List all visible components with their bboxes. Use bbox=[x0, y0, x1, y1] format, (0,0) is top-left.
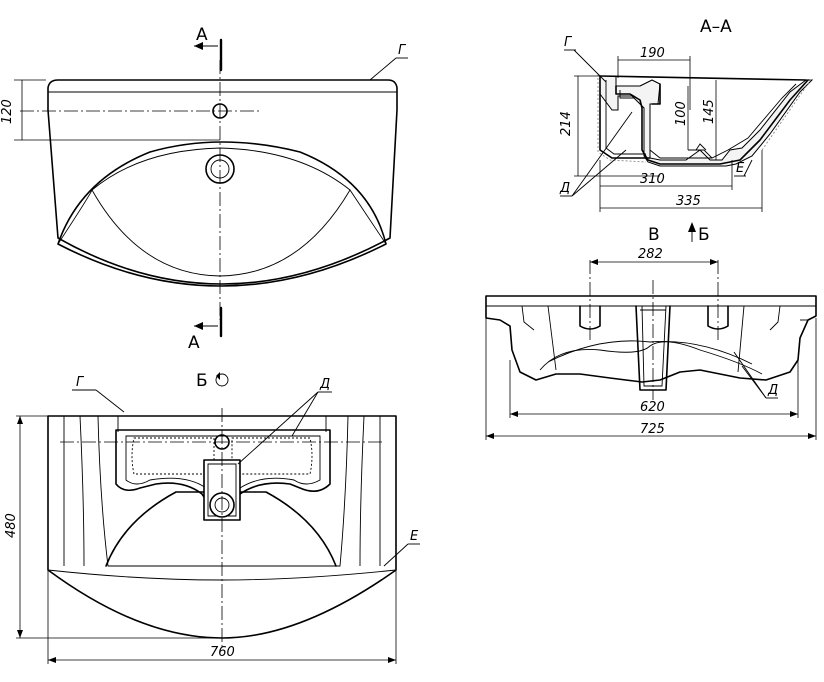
dim-120-label: 120 bbox=[0, 99, 15, 124]
mark-d-bottom: Д bbox=[319, 377, 330, 392]
dimension-760: 760 bbox=[47, 570, 397, 664]
section-a-label-bottom: А bbox=[188, 333, 200, 353]
dim-145-label: 145 bbox=[702, 99, 717, 124]
dimension-335: 335 bbox=[599, 150, 763, 212]
dim-335-label: 335 bbox=[676, 194, 701, 209]
mark-d-front: Д bbox=[767, 383, 778, 398]
dim-760-label: 760 bbox=[210, 645, 235, 660]
leader-g-top: Г bbox=[369, 43, 408, 81]
section-marker-bottom: А bbox=[188, 306, 223, 353]
leader-g-bottom: Г bbox=[72, 375, 125, 413]
dimension-480: 480 bbox=[4, 415, 222, 639]
dim-100-label: 100 bbox=[674, 101, 689, 126]
leader-g-section: Г bbox=[564, 35, 607, 83]
leader-e-bottom: Е bbox=[383, 529, 420, 567]
view-b-label-arrow: Б bbox=[698, 225, 710, 245]
dim-725-label: 725 bbox=[640, 422, 665, 437]
mark-e-section: Е bbox=[736, 161, 745, 176]
dimension-214: 214 bbox=[559, 75, 660, 177]
mark-g-top: Г bbox=[398, 43, 407, 58]
mark-g-section: Г bbox=[564, 35, 573, 50]
dim-620-label: 620 bbox=[640, 400, 665, 415]
dimension-190: 190 bbox=[617, 46, 691, 110]
dimension-620: 620 bbox=[509, 360, 799, 418]
bottom-view bbox=[47, 408, 397, 650]
dim-480-label: 480 bbox=[4, 513, 19, 538]
dimension-310: 310 bbox=[600, 160, 733, 190]
dim-310-label: 310 bbox=[640, 172, 665, 187]
section-a-label-top: А bbox=[196, 25, 208, 45]
section-aa-title: А–А bbox=[700, 17, 732, 37]
leader-e-section: Е bbox=[734, 159, 753, 177]
section-aa bbox=[597, 74, 814, 167]
dim-214-label: 214 bbox=[559, 111, 574, 136]
view-b-arrow: Б bbox=[688, 222, 710, 245]
leader-d-section: Д bbox=[559, 111, 633, 197]
view-v-label: В bbox=[648, 225, 660, 245]
dim-190-label: 190 bbox=[640, 46, 665, 61]
front-view bbox=[485, 260, 817, 400]
leader-d-front: Д bbox=[733, 351, 778, 399]
mark-g-bottom: Г bbox=[76, 375, 85, 390]
mark-d-section: Д bbox=[559, 181, 570, 196]
dimension-725: 725 bbox=[485, 318, 817, 440]
dimension-145: 145 bbox=[702, 80, 717, 160]
dimension-100: 100 bbox=[674, 86, 689, 150]
dimension-282: 282 bbox=[590, 247, 718, 265]
top-view bbox=[20, 60, 398, 320]
view-b-label-rot: Б bbox=[196, 371, 208, 391]
leader-d-bottom: Д bbox=[237, 377, 332, 465]
view-b-title: Б bbox=[196, 371, 229, 391]
dim-282-label: 282 bbox=[638, 247, 663, 262]
mark-e-bottom: Е bbox=[410, 529, 419, 544]
dimension-120: 120 bbox=[0, 79, 220, 141]
section-marker-top: А bbox=[194, 25, 223, 72]
